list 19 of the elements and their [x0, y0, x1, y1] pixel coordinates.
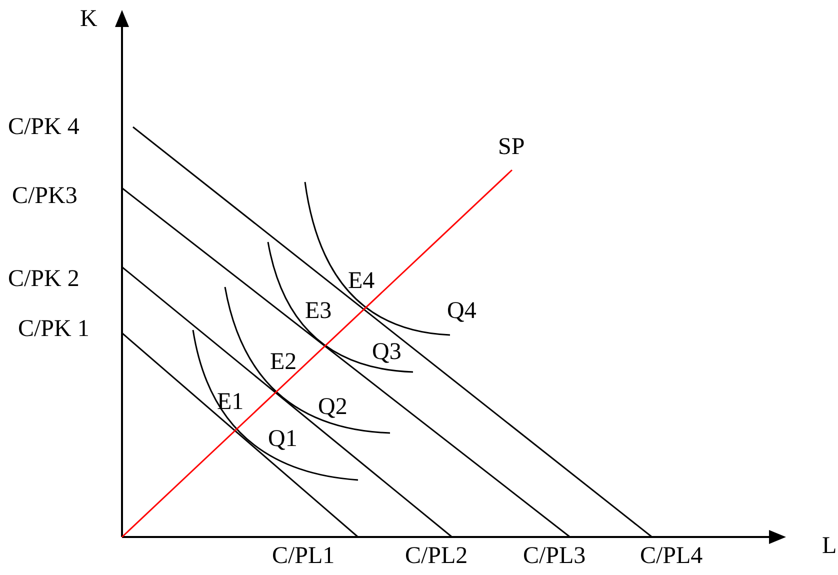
curve-label: Q4 [447, 298, 476, 324]
intercept-label: C/PK 4 [8, 114, 80, 140]
intercept-label: C/PL4 [640, 543, 703, 569]
intercept-label: C/PK3 [12, 183, 78, 209]
intercept-label: C/PL3 [523, 543, 586, 569]
point-label: E1 [217, 389, 244, 415]
axis-label: K [80, 6, 98, 32]
point-label: E3 [305, 298, 332, 324]
curve-label: Q2 [318, 394, 348, 420]
axis-label: L [822, 533, 837, 559]
curve-label: Q3 [372, 339, 402, 365]
intercept-label: C/PL2 [405, 543, 468, 569]
curve-label: Q1 [268, 426, 298, 452]
intercept-label: C/PK 1 [18, 316, 90, 342]
point-label: E2 [270, 349, 297, 375]
intercept-label: C/PL1 [272, 543, 335, 569]
curve-label: SP [498, 134, 525, 160]
intercept-label: C/PK 2 [8, 266, 80, 292]
point-label: E4 [348, 268, 375, 294]
